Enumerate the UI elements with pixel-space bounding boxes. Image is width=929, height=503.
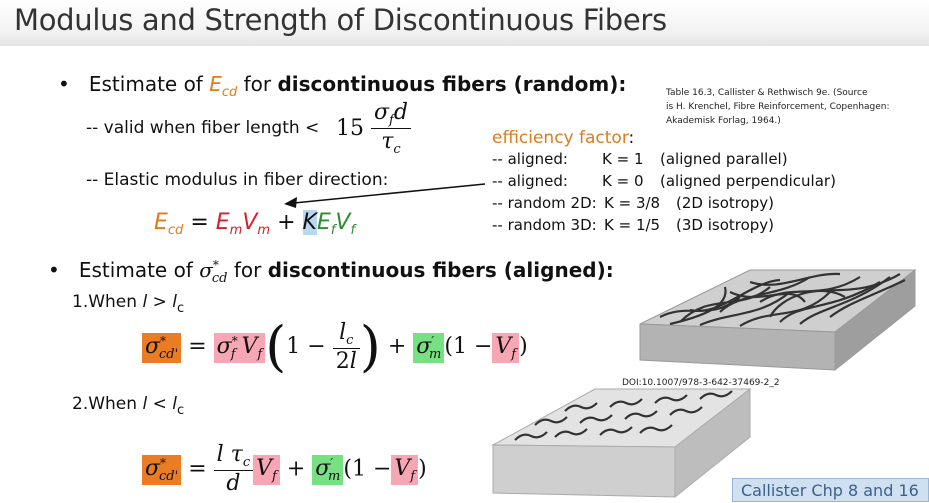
ecd-symbol: Ecd	[209, 72, 238, 100]
bullet-aligned-strength: • Estimate of σ*cd for discontinuous fib…	[48, 258, 614, 286]
valid-when-text: -- valid when fiber length <	[86, 118, 320, 138]
case2-label: 2.When l < lc	[72, 394, 185, 418]
chapter-reference-badge: Callister Chp 8 and 16	[732, 478, 929, 502]
bullet-dot: •	[48, 258, 60, 282]
doi-caption: DOI:10.1007/978-3-642-37469-2_2	[622, 378, 780, 388]
critical-length-expr: 15 σfd τc	[336, 100, 411, 157]
bullet1-mid: for	[237, 72, 278, 96]
random-fiber-composite-image	[639, 268, 917, 372]
table-reference: Table 16.3, Callister & Rethwisch 9e. (S…	[666, 88, 890, 126]
efficiency-heading: efficiency factor:	[492, 128, 635, 148]
title-bar	[0, 0, 929, 46]
bullet1-prefix: Estimate of	[88, 72, 210, 96]
bullet1-bold: discontinuous fibers (random):	[277, 72, 627, 96]
arrow-icon	[284, 183, 486, 208]
bullet-random-modulus: • Estimate of Ecd for discontinuous fibe…	[58, 72, 626, 100]
modulus-equation: Ecd = EmVm + KEfVf	[154, 210, 356, 238]
page-title: Modulus and Strength of Discontinuous Fi…	[14, 3, 667, 37]
sigma-cd-box: σ*cd'	[142, 332, 182, 363]
bullet-dot: •	[58, 72, 70, 96]
aligned-fiber-composite-image	[491, 387, 752, 499]
case1-label: 1.When l > lc	[72, 292, 185, 316]
elastic-modulus-text: -- Elastic modulus in fiber direction:	[86, 170, 389, 190]
